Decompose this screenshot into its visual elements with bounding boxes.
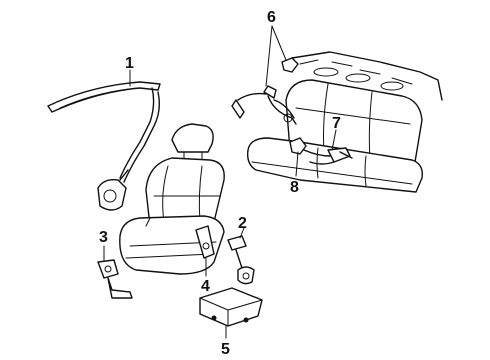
leader-8 [295,151,299,177]
part-1-shoulder-belt [47,81,161,211]
callout-5: 5 [221,341,230,358]
callout-8: 8 [290,179,299,196]
callout-2: 2 [238,215,247,232]
leader-7 [331,129,337,151]
callout-labels: 1 2 3 4 5 6 7 8 [99,9,341,358]
callout-1: 1 [125,55,134,72]
rear-buckle-assembly [289,137,353,165]
rear-seat [246,51,443,193]
rear-belt-retractor-assembly [231,57,299,125]
callout-7: 7 [332,115,341,132]
leader-2 [239,227,245,239]
part-5-control-module [199,287,263,327]
callout-6: 6 [267,9,276,26]
leader-6a [265,25,273,87]
leader-lines [103,25,337,339]
part-2-buckle [227,235,255,285]
callout-3: 3 [99,229,108,246]
leader-6b [271,25,287,61]
part-4-seat-anchor [195,225,215,259]
part-3-anchor-bracket [97,259,133,299]
callout-4: 4 [201,278,210,295]
